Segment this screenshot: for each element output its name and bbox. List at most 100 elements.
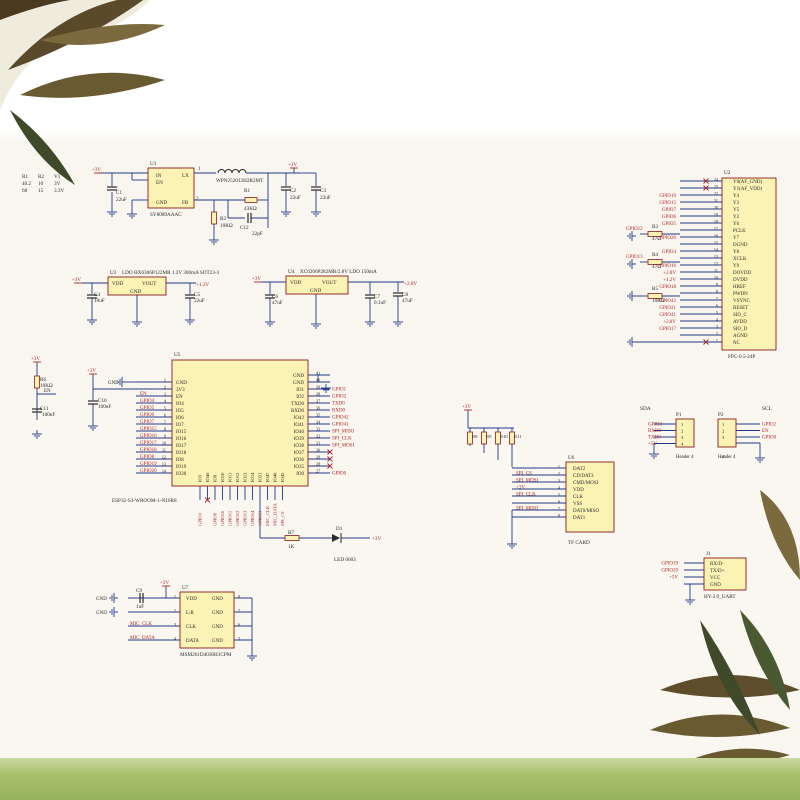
inductor-l1 <box>217 169 226 174</box>
j1-uart-body <box>703 557 747 591</box>
table-cell: R2 <box>38 174 44 180</box>
label: Y8 <box>733 250 740 255</box>
label: 35 <box>316 413 320 418</box>
label: IO10 <box>220 472 225 482</box>
net-label: +5V <box>648 442 657 447</box>
label: GND <box>96 597 107 602</box>
u1-body <box>147 167 195 209</box>
label: 4 <box>558 485 561 490</box>
label: IO11 <box>228 472 233 482</box>
label: R4 <box>652 252 658 258</box>
label: C2 <box>290 188 296 194</box>
label: 5 <box>164 406 166 411</box>
table-cell: 40.2 <box>22 181 31 187</box>
inductor-l1 <box>238 169 247 174</box>
net-label: GPIO21 <box>258 510 263 526</box>
no-connect-mark <box>327 463 333 469</box>
label: 2 <box>681 429 684 434</box>
label: IO45 <box>280 472 285 482</box>
label: R7 <box>288 530 294 536</box>
label: C3 <box>320 188 326 194</box>
label: IO13 <box>243 472 248 482</box>
u3-desc: LDO HX6306P122MR 1.2V 300mA SOT23-3 <box>122 270 220 276</box>
label: 2 <box>196 196 199 202</box>
label: IO47 <box>265 472 270 482</box>
label: GND <box>212 625 223 630</box>
label: DAT0/MISO <box>573 509 600 514</box>
net-label: GPIO15 <box>140 427 157 432</box>
net-label: GPIO17 <box>659 327 676 332</box>
label: SIO_C <box>733 313 748 318</box>
label: 1 <box>164 378 166 383</box>
u5-esp32-body <box>171 359 309 487</box>
label: 1 <box>681 422 684 427</box>
resistor <box>647 259 663 265</box>
label: 1 <box>558 464 560 469</box>
net-label: GPIO1 <box>332 388 347 393</box>
label: C4 <box>94 292 100 298</box>
label: 10 <box>714 275 718 280</box>
label: XCLK <box>733 257 747 262</box>
label: IO40 <box>294 430 305 435</box>
label: VDD <box>186 597 197 602</box>
table-cell: 3.3V <box>54 188 64 194</box>
label: C1 <box>116 190 122 196</box>
label: R10 <box>500 434 508 439</box>
net-label: GPIO4 <box>140 399 155 404</box>
bottom-green-band <box>0 758 800 800</box>
label: 10 <box>162 441 166 446</box>
label: 5 <box>238 636 240 641</box>
label: 15 <box>714 240 718 245</box>
label: 13 <box>162 462 166 467</box>
label: 3 <box>722 435 725 440</box>
table-cell: R1 <box>22 174 28 180</box>
label: C11 <box>40 406 49 412</box>
label: 2 <box>716 331 718 336</box>
u1-ref: U1 <box>150 161 157 167</box>
net-label: GPIO16 <box>659 264 676 269</box>
label: IO21 <box>258 472 263 482</box>
label: DOVDD <box>733 271 751 276</box>
label: IO9 <box>213 474 218 482</box>
label: U6 <box>568 455 575 461</box>
label: 12 <box>714 261 718 266</box>
led-d1 <box>332 534 340 542</box>
label: 1 <box>174 594 176 599</box>
label: 4 <box>716 317 719 322</box>
label: 7 <box>238 608 240 613</box>
label: 17 <box>714 226 718 231</box>
table-cell: 3V <box>54 181 61 187</box>
label: C5 <box>194 292 200 298</box>
net-label: SPI_MOSI <box>516 479 539 484</box>
inductor-l1 <box>231 169 240 174</box>
label: 13 <box>714 254 718 259</box>
u2-part: FPC-0.5-24P <box>728 354 755 360</box>
wires <box>36 168 761 652</box>
label: IO2 <box>296 395 304 400</box>
label: RESET <box>733 306 748 311</box>
label: 100nF <box>98 404 111 410</box>
no-connect-mark <box>703 178 709 184</box>
resistor <box>244 197 258 203</box>
label: 27 <box>316 469 320 474</box>
label: DAT2 <box>573 467 586 472</box>
u5-ref: U5 <box>174 352 181 358</box>
label: 23 <box>714 184 718 189</box>
power-rail-label: +3V <box>72 278 81 283</box>
label: 30 <box>316 448 320 453</box>
table-cell: 68 <box>22 188 28 194</box>
label: 47Ω <box>652 236 661 242</box>
resistor <box>481 431 487 445</box>
resistor <box>647 231 663 237</box>
net-label: GPIO2 <box>332 395 347 400</box>
net-label: +2.8V <box>663 271 676 276</box>
label: Y1(AF_VDD) <box>733 187 763 192</box>
label: EN <box>176 395 183 400</box>
net-label: GPIO13 <box>243 510 248 526</box>
resistor <box>467 431 473 445</box>
label: 29 <box>316 455 320 460</box>
label: GND <box>212 639 223 644</box>
label: TXD0 <box>291 402 304 407</box>
u5-part: ESP32-S3-WROOM-1-N16R8 <box>112 498 177 504</box>
label: IO5 <box>176 409 184 414</box>
